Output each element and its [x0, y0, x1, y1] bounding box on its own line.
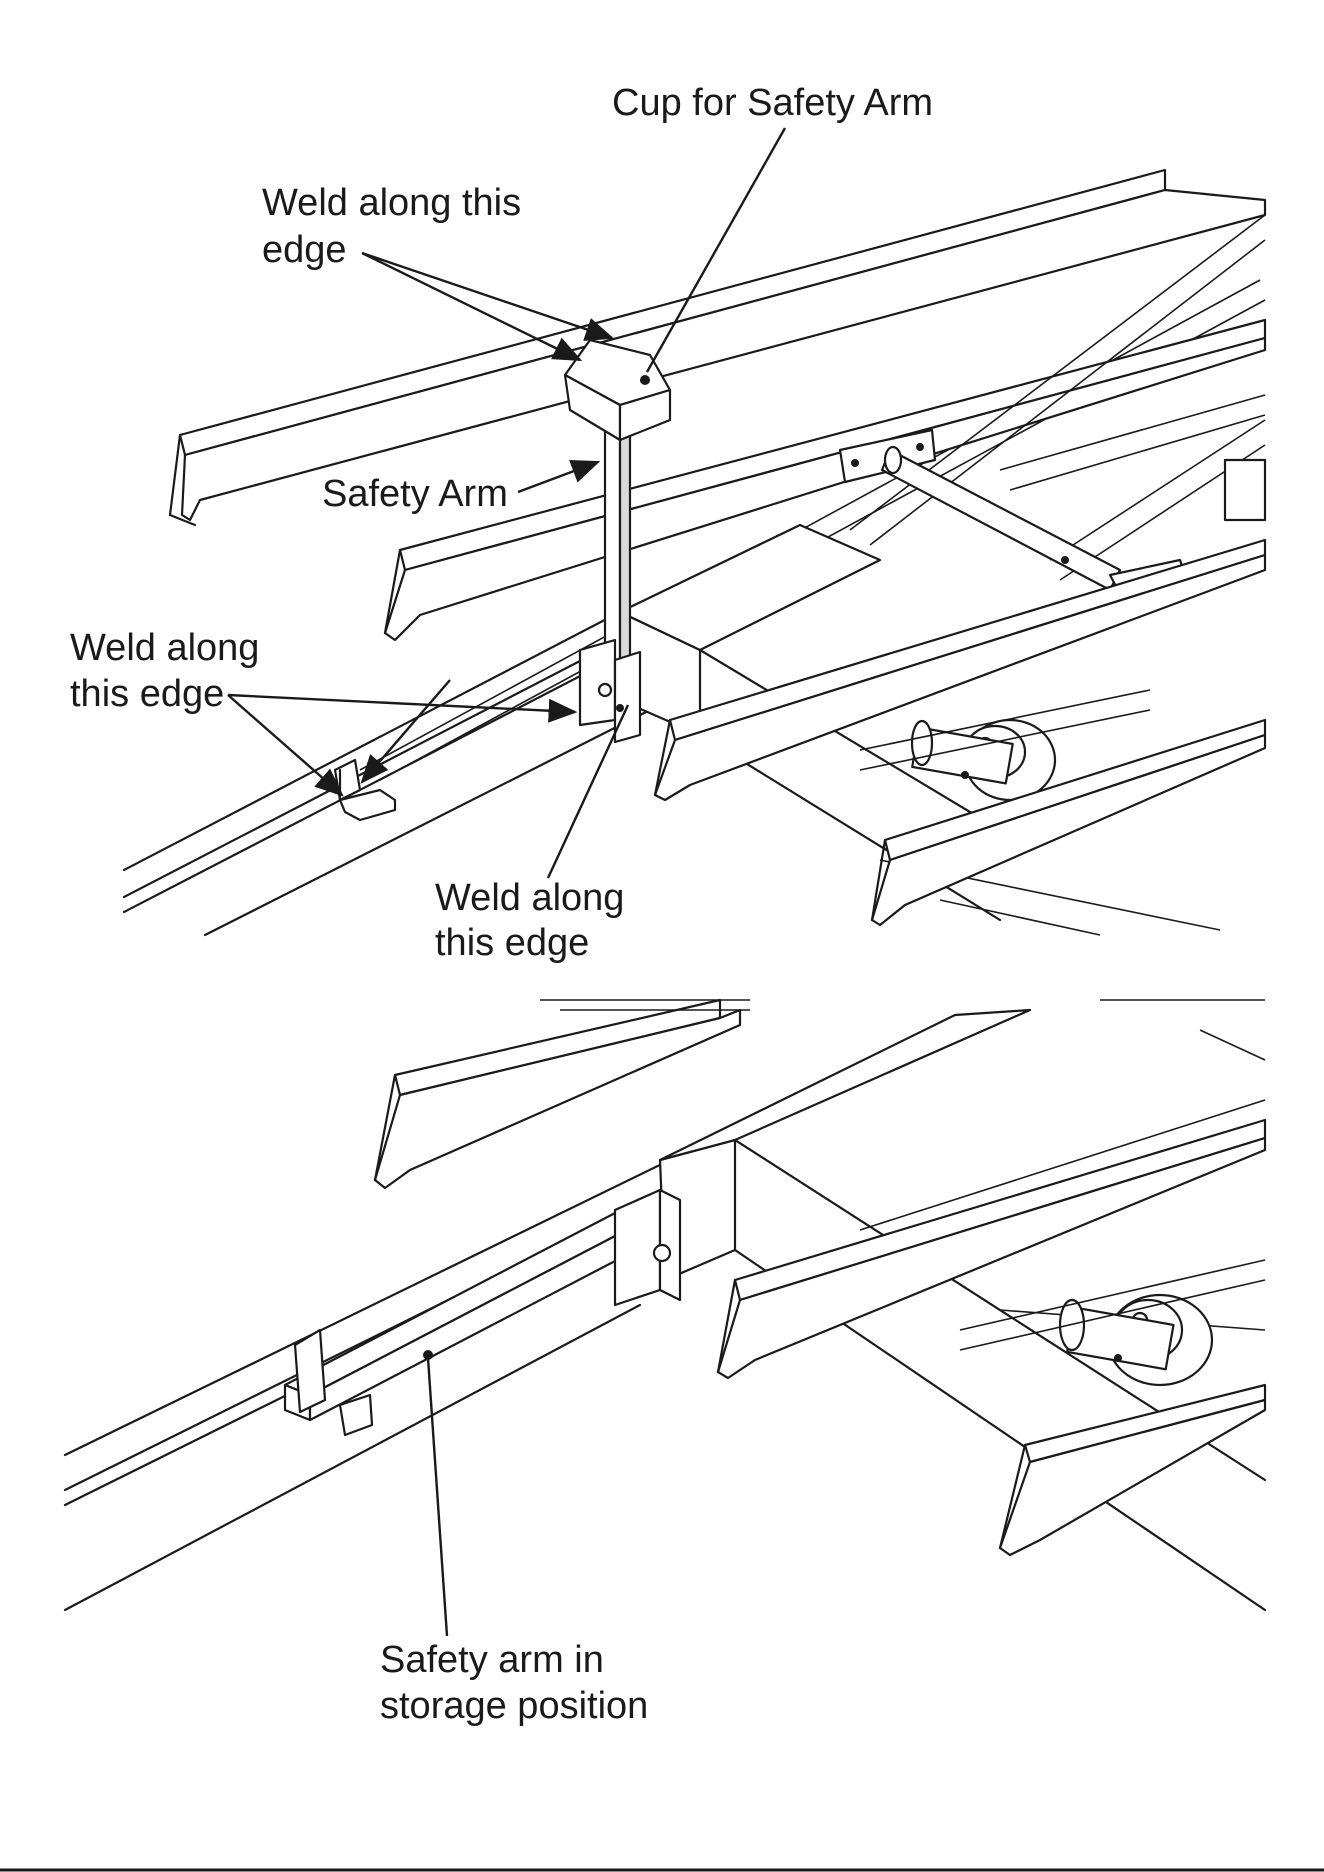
label-storage-line1: Safety arm in	[380, 1639, 604, 1681]
storage-roller-assembly	[960, 1260, 1265, 1385]
bottom-view-drawing	[65, 1000, 1265, 1610]
storage-lower-channel	[1000, 1385, 1265, 1555]
label-weld-top-line2: edge	[262, 229, 347, 271]
storage-clip	[335, 760, 395, 820]
bottom-annotations: Safety arm in storage position	[380, 1358, 648, 1727]
stored-safety-arm	[285, 1200, 665, 1420]
label-weld-left-line1: Weld along	[70, 627, 259, 669]
label-weld-bottom-line1: Weld along	[435, 877, 624, 919]
label-weld-bottom-line2: this edge	[435, 922, 589, 964]
label-cup-for-safety-arm: Cup for Safety Arm	[612, 82, 933, 124]
top-view-drawing	[124, 170, 1265, 935]
stored-arm-bracket	[615, 1190, 680, 1305]
label-storage-line2: storage position	[380, 1685, 648, 1727]
label-safety-arm: Safety Arm	[322, 473, 508, 515]
label-weld-top-line1: Weld along this	[262, 182, 521, 224]
safety-arm-bracket	[580, 640, 640, 742]
label-weld-left-line2: this edge	[70, 673, 224, 715]
